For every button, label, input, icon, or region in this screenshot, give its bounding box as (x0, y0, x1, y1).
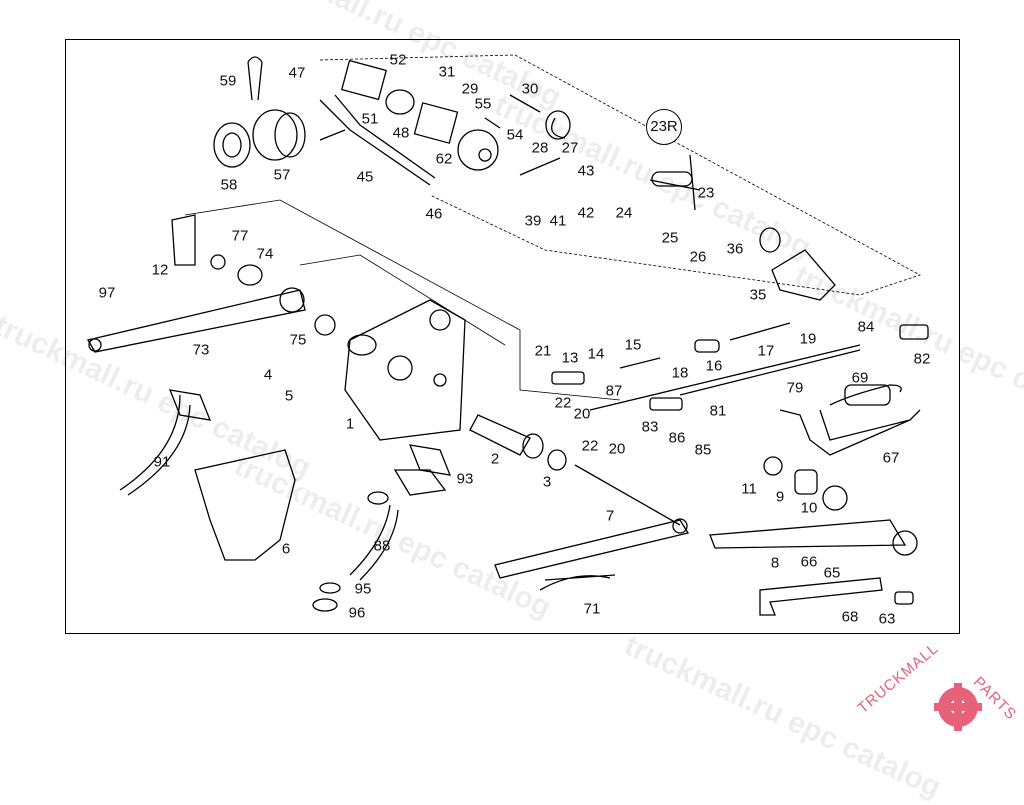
callout-81: 81 (709, 402, 727, 420)
callout-2: 2 (490, 450, 500, 468)
callout-91: 91 (153, 453, 171, 471)
callout-12: 12 (151, 261, 169, 279)
callout-63: 63 (878, 610, 896, 628)
callout-41: 41 (549, 212, 567, 230)
callout-22: 22 (554, 394, 572, 412)
callout-13: 13 (561, 349, 579, 367)
callout-7: 7 (605, 507, 615, 525)
callout-68: 68 (841, 608, 859, 626)
callout-54: 54 (506, 126, 524, 144)
callout-66: 66 (800, 553, 818, 571)
callout-23R: 23R (646, 109, 682, 145)
callout-22: 22 (581, 437, 599, 455)
parts-drawing (86, 54, 929, 616)
callout-31: 31 (438, 63, 456, 81)
callout-82: 82 (913, 350, 931, 368)
callout-26: 26 (689, 248, 707, 266)
callout-4: 4 (263, 366, 273, 384)
callout-24: 24 (615, 204, 633, 222)
callout-83: 83 (641, 418, 659, 436)
callout-96: 96 (348, 604, 366, 622)
callout-29: 29 (461, 80, 479, 98)
callout-52: 52 (389, 51, 407, 69)
callout-42: 42 (577, 204, 595, 222)
callout-51: 51 (361, 110, 379, 128)
callout-1: 1 (345, 415, 355, 433)
callout-79: 79 (786, 379, 804, 397)
callout-16: 16 (705, 357, 723, 375)
callout-86: 86 (668, 429, 686, 447)
callout-46: 46 (425, 205, 443, 223)
callout-88: 88 (373, 537, 391, 555)
callout-8: 8 (770, 554, 780, 572)
callout-6: 6 (281, 540, 291, 558)
callout-65: 65 (823, 564, 841, 582)
callout-20: 20 (573, 405, 591, 423)
callout-74: 74 (256, 245, 274, 263)
callout-97: 97 (98, 284, 116, 302)
callout-85: 85 (694, 441, 712, 459)
callout-84: 84 (857, 318, 875, 336)
callout-73: 73 (192, 341, 210, 359)
callout-19: 19 (799, 330, 817, 348)
callout-48: 48 (392, 124, 410, 142)
callout-77: 77 (231, 227, 249, 245)
callout-3: 3 (542, 473, 552, 491)
callout-57: 57 (273, 166, 291, 184)
callout-35: 35 (749, 286, 767, 304)
callout-67: 67 (882, 449, 900, 467)
callout-5: 5 (284, 387, 294, 405)
callout-15: 15 (624, 336, 642, 354)
callout-47: 47 (288, 64, 306, 82)
callout-95: 95 (354, 580, 372, 598)
callout-30: 30 (521, 80, 539, 98)
callout-93: 93 (456, 470, 474, 488)
callout-36: 36 (726, 240, 744, 258)
callout-17: 17 (757, 342, 775, 360)
callout-39: 39 (524, 212, 542, 230)
callout-20: 20 (608, 440, 626, 458)
diagram-frame (65, 39, 960, 634)
callout-21: 21 (534, 342, 552, 360)
callout-27: 27 (561, 139, 579, 157)
callout-23: 23 (697, 184, 715, 202)
callout-14: 14 (587, 345, 605, 363)
callout-55: 55 (474, 95, 492, 113)
logo: TRUCKMALL PARTS (855, 640, 1020, 747)
callout-45: 45 (356, 168, 374, 186)
callout-43: 43 (577, 162, 595, 180)
callout-18: 18 (671, 364, 689, 382)
callout-28: 28 (531, 139, 549, 157)
callout-75: 75 (289, 331, 307, 349)
callout-69: 69 (851, 369, 869, 387)
callout-9: 9 (775, 488, 785, 506)
callout-10: 10 (800, 499, 818, 517)
callout-71: 71 (583, 600, 601, 618)
callout-58: 58 (220, 176, 238, 194)
callout-59: 59 (219, 72, 237, 90)
callout-87: 87 (605, 382, 623, 400)
callout-62: 62 (435, 150, 453, 168)
callout-25: 25 (661, 229, 679, 247)
callout-11: 11 (741, 480, 757, 498)
